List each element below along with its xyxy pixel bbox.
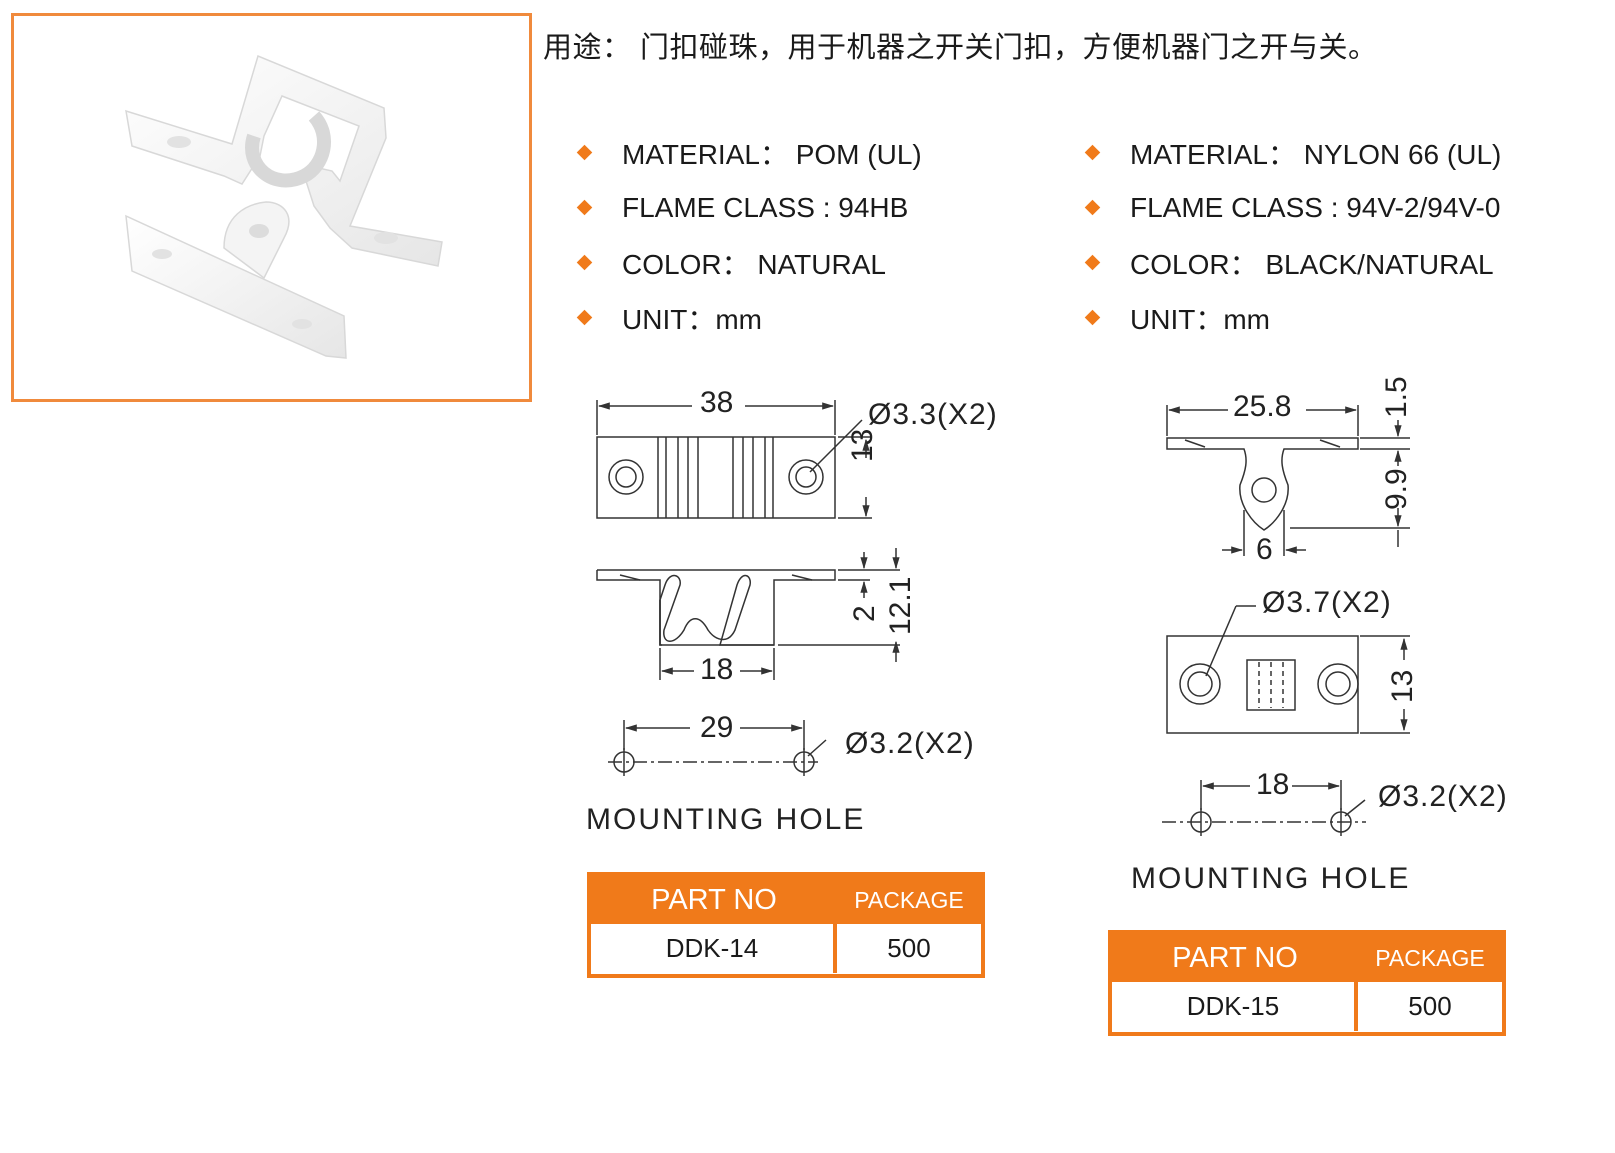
- ddk15-thickness-dim: 1.5: [1380, 376, 1413, 418]
- table-row: DDK-15 500: [1112, 982, 1502, 1031]
- spec-text: MATERIAL： POM (UL): [622, 138, 922, 170]
- door-catch-photo: [125, 54, 443, 359]
- spec-item: FLAME CLASS : 94V-2/94V-0: [1051, 180, 1501, 235]
- spec-item: UNIT：mm: [543, 290, 922, 345]
- ddk14-mount-hole-dim: Ø3.2(X2): [845, 727, 975, 760]
- spec-text: COLOR： BLACK/NATURAL: [1130, 248, 1494, 280]
- ddk14-top-view: [596, 400, 872, 519]
- package-cell: 500: [887, 933, 931, 963]
- table-row: DDK-14 500: [591, 924, 981, 973]
- usage-text: 用途： 门扣碰珠，用于机器之开关门扣，方便机器门之开与关。: [543, 32, 1378, 64]
- right-spec-list: MATERIAL： NYLON 66 (UL) FLAME CLASS : 94…: [1051, 125, 1501, 345]
- ddk14-mounting-holes: [608, 720, 827, 776]
- package-header: PACKAGE: [1375, 944, 1485, 971]
- ddk14-inner-dim: 18: [700, 653, 734, 686]
- spec-text: COLOR： NATURAL: [622, 248, 886, 280]
- spec-item: MATERIAL： POM (UL): [543, 125, 922, 180]
- spec-text: FLAME CLASS : 94V-2/94V-0: [1130, 191, 1501, 223]
- package-header: PACKAGE: [854, 886, 964, 913]
- spec-text: FLAME CLASS : 94HB: [622, 191, 909, 223]
- part-no-header: PART NO: [1172, 941, 1298, 974]
- ddk15-mount-hole-dim: Ø3.2(X2): [1378, 780, 1508, 813]
- spec-item: COLOR： BLACK/NATURAL: [1051, 235, 1501, 290]
- ddk15-mount-spacing-dim: 18: [1256, 768, 1290, 801]
- ddk14-length-dim: 38: [700, 386, 734, 419]
- ddk14-mount-spacing-dim: 29: [700, 711, 734, 744]
- table-header: PART NO PACKAGE: [1112, 934, 1502, 982]
- ddk15-mounting-hole-label: MOUNTING HOLE: [1131, 862, 1411, 895]
- product-photo: [11, 13, 532, 402]
- spec-text: UNIT：mm: [1130, 303, 1270, 335]
- ddk14-width-dim: 13: [846, 428, 879, 462]
- table-header: PART NO PACKAGE: [591, 876, 981, 924]
- ddk14-hole-dim: Ø3.3(X2): [868, 398, 998, 431]
- ddk14-side-view: [596, 548, 900, 680]
- spec-item: FLAME CLASS : 94HB: [543, 180, 922, 235]
- ddk14-mounting-hole-label: MOUNTING HOLE: [586, 803, 866, 836]
- package-cell: 500: [1408, 991, 1452, 1021]
- ddk14-height-dim: 12.1: [884, 576, 917, 635]
- part-no-cell: DDK-15: [1112, 982, 1358, 1031]
- spec-item: UNIT：mm: [1051, 290, 1501, 345]
- ddk15-width-dim: 13: [1386, 669, 1419, 703]
- spec-text: MATERIAL： NYLON 66 (UL): [1130, 138, 1502, 170]
- ddk15-tab-dim: 6: [1256, 533, 1273, 566]
- ddk15-length-dim: 25.8: [1233, 390, 1292, 423]
- ddk15-top-view: [1166, 605, 1410, 734]
- ddk15-mounting-holes: [1162, 780, 1366, 836]
- ddk15-hole-dim: Ø3.7(X2): [1262, 586, 1392, 619]
- spec-text: UNIT：mm: [622, 303, 762, 335]
- ddk14-thickness-dim: 2: [848, 605, 881, 622]
- part-no-cell: DDK-14: [591, 924, 837, 973]
- ddk15-part-table: PART NO PACKAGE DDK-15 500: [1108, 930, 1506, 1036]
- spec-item: MATERIAL： NYLON 66 (UL): [1051, 125, 1501, 180]
- ddk14-part-table: PART NO PACKAGE DDK-14 500: [587, 872, 985, 978]
- left-spec-list: MATERIAL： POM (UL) FLAME CLASS : 94HB CO…: [543, 125, 922, 345]
- ddk15-front-view: [1166, 405, 1410, 556]
- part-no-header: PART NO: [651, 883, 777, 916]
- ddk15-height-dim: 9.9: [1380, 468, 1413, 510]
- spec-item: COLOR： NATURAL: [543, 235, 922, 290]
